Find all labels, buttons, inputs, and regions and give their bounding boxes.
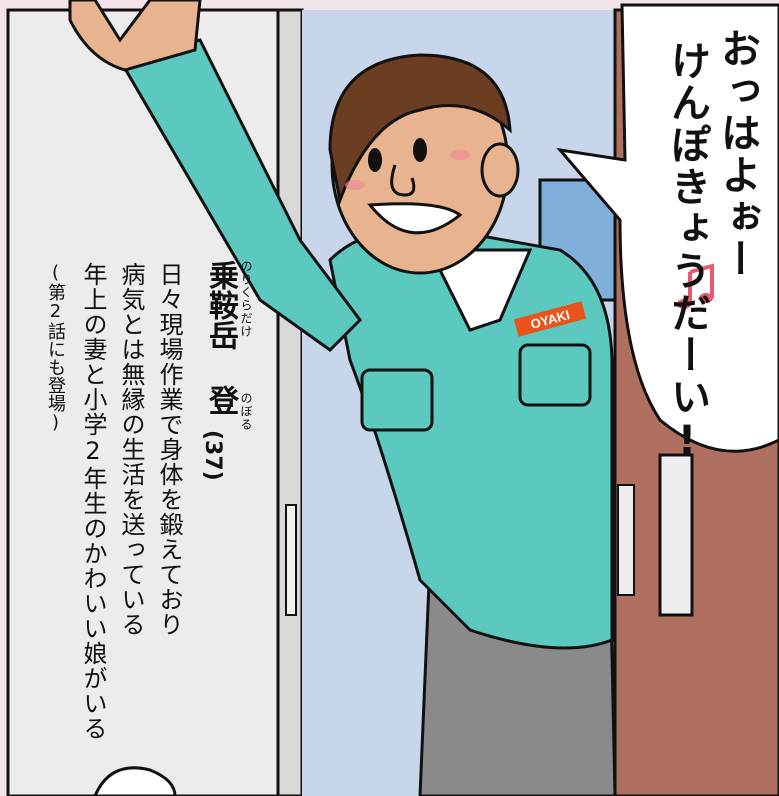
ruby-family-name: のりくらだけ <box>239 260 253 338</box>
small-speech-bubble <box>93 766 177 796</box>
left-pocket <box>360 368 434 432</box>
door-frame <box>276 8 304 796</box>
left-eye <box>368 148 382 172</box>
smiling-mouth <box>367 202 463 235</box>
hair <box>328 53 512 206</box>
nose <box>390 164 416 197</box>
description-line-2: 病気とは無縁の生活を送っている <box>117 262 145 637</box>
character-name: 乗鞍岳 登 <box>203 260 238 415</box>
raised-arm <box>117 38 362 352</box>
frame-latch <box>285 504 297 616</box>
speech-line-2: けんぽきょうだーい! <box>664 40 710 466</box>
ear <box>480 142 520 198</box>
jacket-logo-patch <box>513 301 587 337</box>
character-age: (37) <box>200 430 225 481</box>
hand <box>68 0 202 72</box>
episode-note: (第2話にも登場) <box>45 262 66 433</box>
right-eye <box>413 138 427 162</box>
cheek-blush <box>345 180 365 190</box>
music-note-icon <box>677 263 714 309</box>
description-line-3: 年上の妻と小学2年生のかわいい娘がいる <box>79 262 107 741</box>
speech-bubble <box>556 3 779 453</box>
cheek-blush-2 <box>450 150 470 160</box>
speech-line-1: おっはよぉー <box>714 28 760 280</box>
right-pocket <box>518 343 592 407</box>
door-handle <box>658 453 694 617</box>
description-line-1: 日々現場作業で身体を鍛えており <box>155 262 183 637</box>
ruby-given-name: のぼる <box>239 392 253 431</box>
shirt-collar <box>427 248 533 332</box>
door-lock <box>617 484 635 596</box>
